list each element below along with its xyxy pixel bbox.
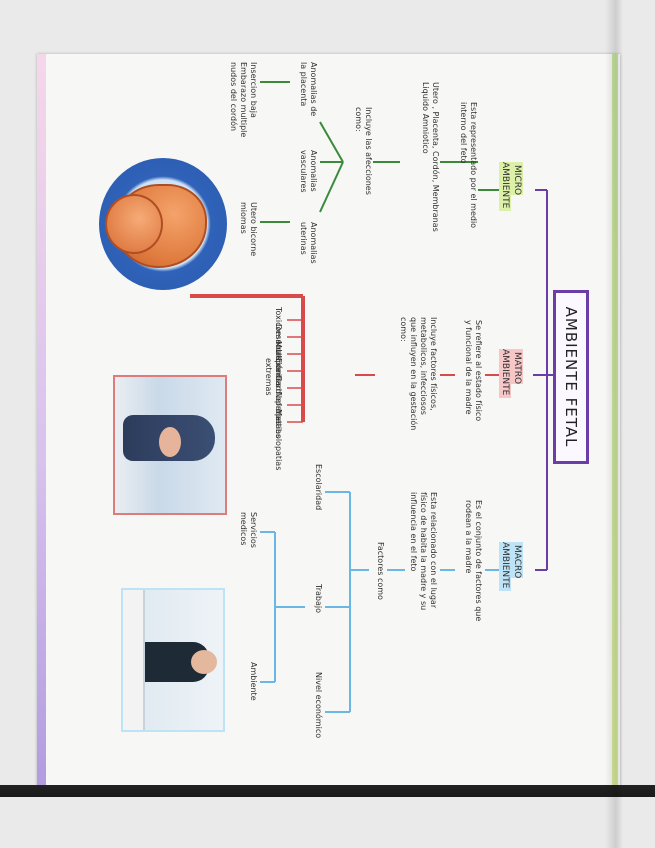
micro-condition-4: Insercion baja Embarazo multiple nudos d… [228, 62, 258, 152]
micro-condition-5: Utero bicorne miomas [238, 202, 258, 282]
fetus-head [105, 194, 163, 254]
macro-factor-5: Ambiente [248, 662, 258, 722]
concept-map: AMBIENTE FETAL MICRO AMBIENTE Esta repre… [50, 62, 605, 785]
macro-definition: Es el conjunto de factores que rodean a … [463, 500, 483, 670]
green-line [320, 162, 343, 212]
micro-components: Utero , Placenta, Cordón, Membranas Liqu… [420, 82, 440, 302]
matro-includes: Incluye factores físicos, metabolicos, i… [398, 317, 438, 457]
matro-label: MATRO AMBIENTE [499, 349, 533, 398]
table-edge [0, 785, 655, 797]
macro-factor-3: Nivel económico [313, 672, 323, 762]
pregnant-hand [159, 427, 181, 457]
sheet-border-left [37, 54, 46, 792]
micro-definition: Esta representado por el medio interno d… [458, 102, 478, 282]
micro-condition-2: Anomalias vasculares [298, 150, 318, 220]
matro-item-7: Metabolopatias [273, 409, 283, 429]
matro-definition: Se refiere al estado físico y funcional … [463, 320, 483, 470]
green-line [320, 122, 343, 162]
macro-label-text: MACRO AMBIENTE [500, 542, 523, 591]
micro-includes: Incluye las afecciones como: [353, 107, 373, 257]
micro-condition-3: Anomalias uterinas [298, 222, 318, 292]
page-shadow [605, 0, 623, 848]
micro-label-text: MICRO AMBIENTE [500, 162, 523, 211]
office-desk [121, 590, 145, 730]
pregnant-woman-photo [113, 375, 227, 515]
macro-factor-4: Servicios medicos [238, 512, 258, 572]
macro-factor-2: Trabajo [313, 584, 323, 644]
office-woman-photo [121, 588, 225, 732]
office-face [191, 650, 217, 674]
macro-factor-1: Escolaridad [313, 464, 323, 534]
fetus-illustration [99, 158, 227, 290]
macro-factors-label: Factores como [375, 542, 385, 622]
main-title: AMBIENTE FETAL [553, 290, 589, 464]
macro-label: MACRO AMBIENTE [499, 542, 533, 591]
macro-description: Esta relacionado con el lugar físico de … [408, 492, 438, 672]
matro-label-text: MATRO AMBIENTE [500, 349, 523, 398]
micro-label: MICRO AMBIENTE [499, 162, 533, 211]
pink-arrows [287, 320, 303, 422]
micro-condition-1: Anomalias de la placenta [298, 62, 318, 142]
